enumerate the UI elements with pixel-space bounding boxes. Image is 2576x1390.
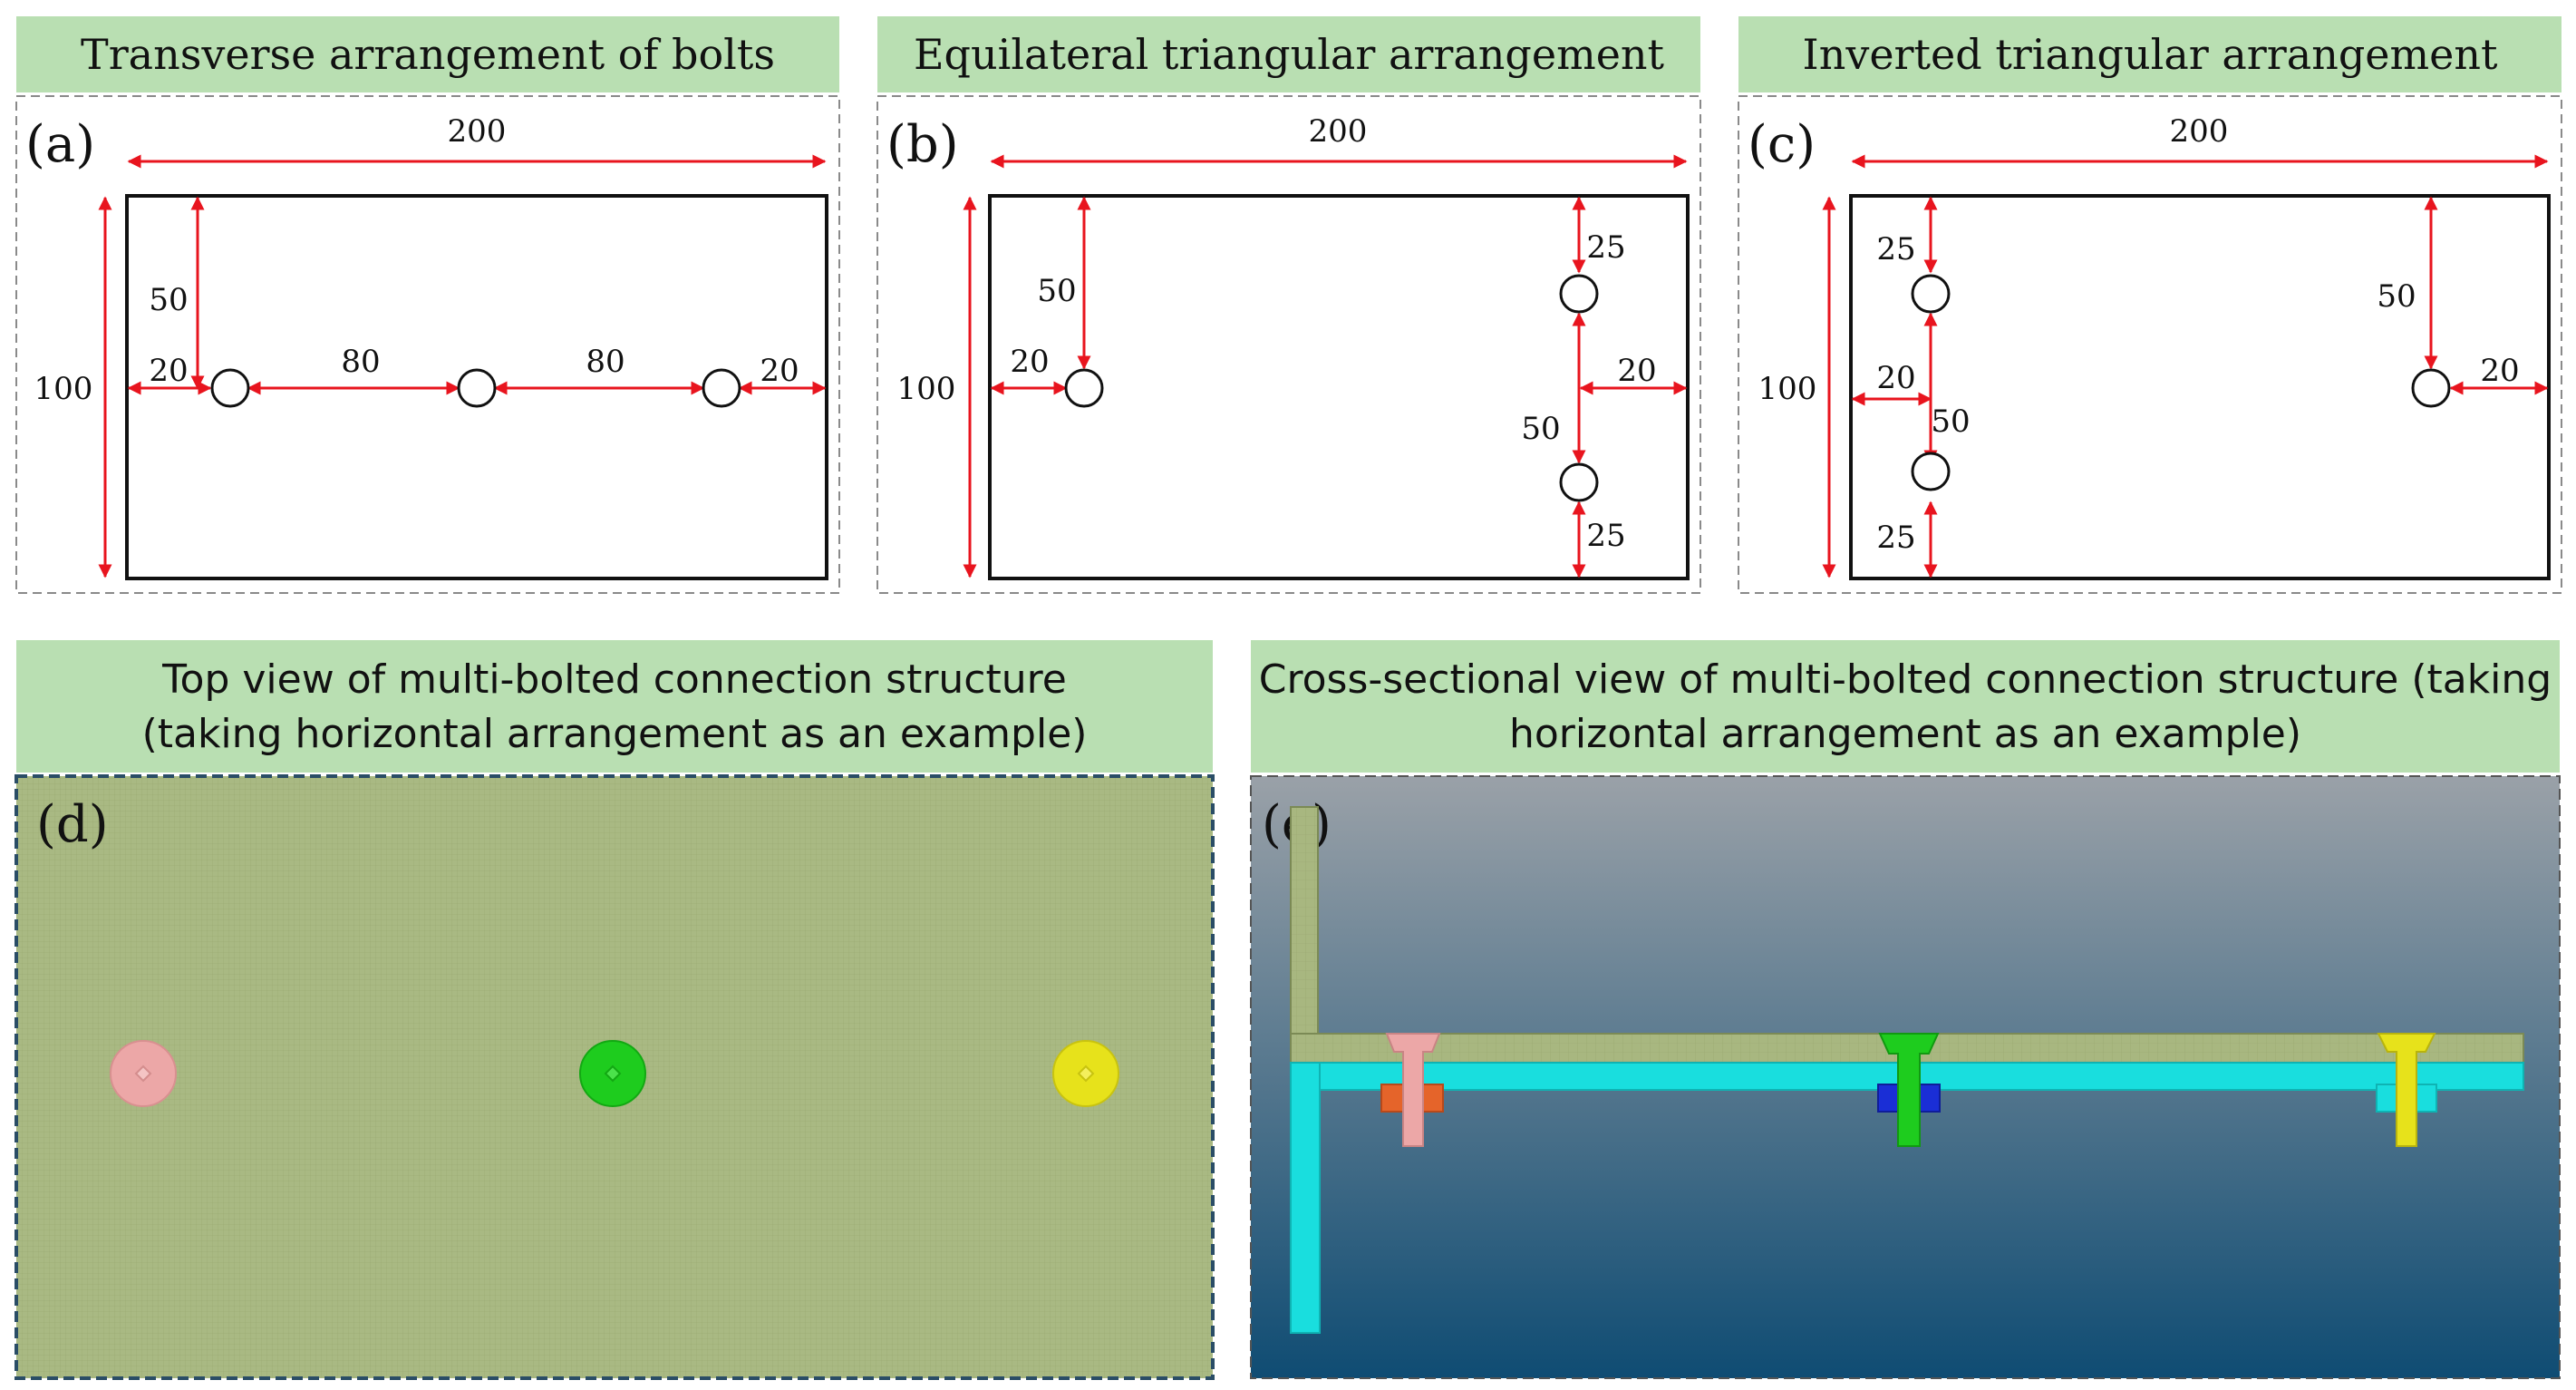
panel-c-title: Inverted triangular arrangement — [1803, 30, 2498, 79]
dim-height: 100 — [34, 371, 93, 407]
bolt-head-pink — [110, 1040, 177, 1107]
bolt-green — [1877, 1033, 1941, 1147]
panel-a-label: (a) — [25, 115, 95, 174]
panel-d-header — [16, 640, 1213, 773]
dim-vertical: 50 — [149, 282, 188, 318]
bolt-head-yellow — [1052, 1040, 1119, 1107]
vertical-flange-upper — [1290, 806, 1319, 1064]
panel-d: Top view of multi-bolted connection stru… — [15, 640, 1215, 1380]
dim-width: 200 — [1309, 113, 1368, 150]
dim-width: 200 — [448, 113, 507, 150]
dim-left-edge: 20 — [1010, 344, 1049, 380]
panel-d-title-line1: Top view of multi-bolted connection stru… — [161, 656, 1067, 703]
plate-outline — [988, 194, 1690, 580]
dim-spacing-2: 80 — [586, 344, 625, 380]
dim-width: 200 — [2170, 113, 2229, 150]
dim-right-edge: 20 — [1617, 353, 1656, 389]
bolt-hole — [1559, 462, 1599, 502]
dim-right-edge: 20 — [760, 353, 799, 389]
panel-a-title: Transverse arrangement of bolts — [81, 30, 775, 79]
panel-b-header — [877, 16, 1700, 92]
plate-outline — [1849, 194, 2551, 580]
dim-right-edge: 20 — [2480, 353, 2519, 389]
bolt-hole — [1064, 368, 1104, 408]
dim-height: 100 — [1758, 371, 1817, 407]
dim-bottom: 25 — [1876, 520, 1915, 556]
dim-top: 25 — [1876, 231, 1915, 267]
panel-b-title: Equilateral triangular arrangement — [914, 30, 1665, 79]
bolt-hole — [702, 368, 741, 408]
dim-bottom: 25 — [1586, 518, 1625, 554]
panel-b: Equilateral triangular arrangement (b) 2… — [876, 16, 1701, 594]
panel-d-title-line2: (taking horizontal arrangement as an exa… — [142, 711, 1088, 757]
panel-e-header — [1251, 640, 2560, 773]
panel-b-label: (b) — [886, 115, 959, 174]
panel-e: Cross-sectional view of multi-bolted con… — [1250, 640, 2561, 1379]
dim-spacing-1: 80 — [341, 344, 380, 380]
panel-c-header — [1738, 16, 2561, 92]
dim-vertical: 50 — [2377, 278, 2416, 315]
panel-a-header — [16, 16, 839, 92]
panel-a: Transverse arrangement of bolts (a) 200 … — [15, 16, 840, 594]
dim-middle: 50 — [1521, 411, 1560, 447]
bolt-hole — [1559, 274, 1599, 314]
dim-middle: 50 — [1931, 403, 1970, 440]
dim-left-edge: 20 — [149, 353, 188, 389]
panel-b-frame — [876, 95, 1701, 594]
plate-outline — [125, 194, 828, 580]
dim-top: 25 — [1586, 229, 1625, 266]
dim-left-edge: 20 — [1876, 360, 1915, 396]
panel-c: Inverted triangular arrangement (c) 200 … — [1738, 16, 2562, 594]
bolt-hole — [1911, 274, 1951, 314]
bolt-hole — [2411, 368, 2451, 408]
panel-e-title-line1: Cross-sectional view of multi-bolted con… — [1259, 656, 2552, 703]
dim-height: 100 — [897, 371, 956, 407]
panel-d-label: (d) — [36, 795, 109, 854]
vertical-flange-lower — [1290, 1062, 1321, 1334]
bolt-hole — [457, 368, 497, 408]
bolt-hole — [210, 368, 250, 408]
bolt-yellow — [2376, 1033, 2437, 1147]
bolt-pink — [1380, 1033, 1444, 1147]
bolt-head-green — [579, 1040, 646, 1107]
panel-c-label: (c) — [1748, 115, 1816, 174]
bolt-hole — [1911, 452, 1951, 491]
panel-e-title-line2: horizontal arrangement as an example) — [1509, 711, 2301, 757]
panel-c-frame — [1738, 95, 2562, 594]
panel-a-frame — [15, 95, 840, 594]
dim-vertical: 50 — [1037, 273, 1076, 309]
